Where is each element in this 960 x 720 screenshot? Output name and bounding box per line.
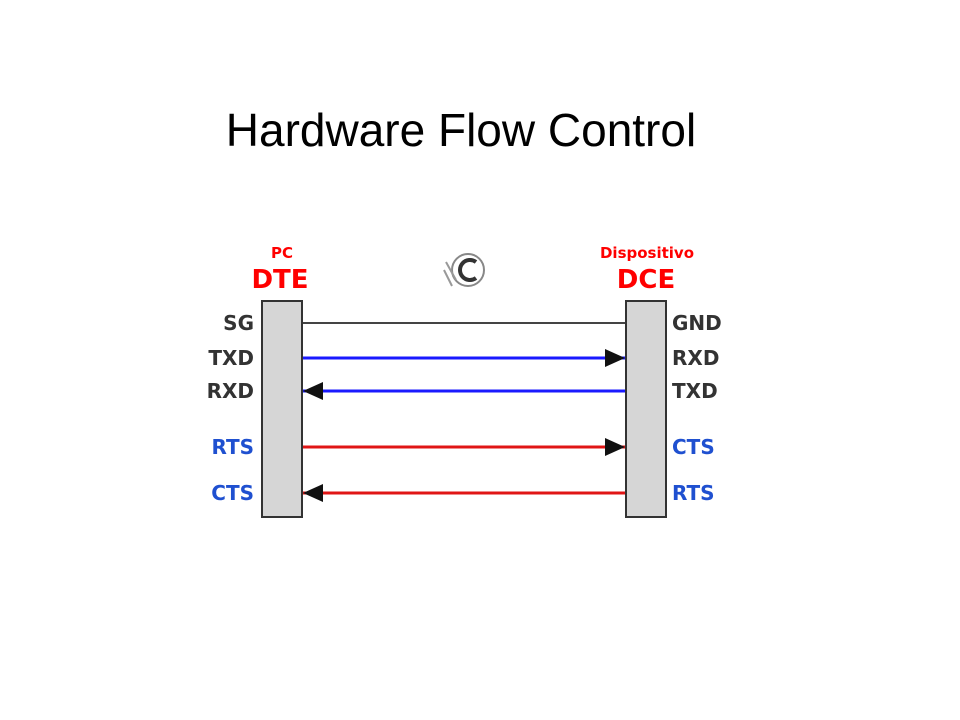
arrowhead-right-icon [605, 438, 625, 456]
dce-pin-label-4: CTS [672, 435, 715, 459]
dte-connector [261, 300, 303, 518]
dce-label: DCE [617, 265, 675, 295]
dte-pin-label-5: CTS [211, 481, 254, 505]
dce-pin-label-1: GND [672, 311, 722, 335]
arrowhead-right-icon [605, 349, 625, 367]
dte-pin-label-4: RTS [211, 435, 254, 459]
dce-connector [625, 300, 667, 518]
dte-pin-label-3: RXD [207, 379, 254, 403]
dce-pin-label-2: RXD [672, 346, 719, 370]
arrowhead-left-icon [303, 382, 323, 400]
dce-pin-label-3: TXD [672, 379, 718, 403]
arrowhead-left-icon [303, 484, 323, 502]
dce-pin-label-5: RTS [672, 481, 715, 505]
dte-pin-label-1: SG [223, 311, 254, 335]
dte-sub-label: PC [271, 244, 293, 262]
dte-label: DTE [251, 265, 308, 295]
slide-title: Hardware Flow Control [225, 104, 697, 156]
dce-sub-label: Dispositivo [600, 244, 694, 262]
copyright-logo-icon [443, 253, 485, 287]
signal-lines: SG GND TXD RXD RXD TXD RTS CTS CTS RTS [207, 311, 722, 505]
dte-pin-label-2: TXD [208, 346, 254, 370]
